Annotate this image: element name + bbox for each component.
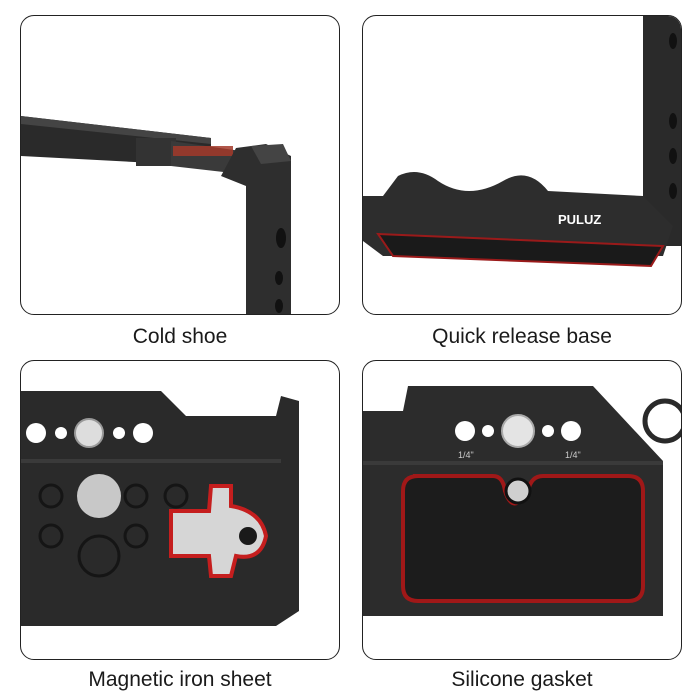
- caption-cold-shoe: Cold shoe: [132, 325, 228, 348]
- panel-cold-shoe: [20, 15, 340, 315]
- magnetic-iron-illustration: [21, 391, 299, 626]
- panel-magnetic-iron-sheet: [20, 360, 340, 660]
- caption-magnetic-iron-sheet: Magnetic iron sheet: [88, 668, 272, 691]
- puluz-logo: PULUZ: [558, 212, 601, 227]
- caption-silicone-gasket: Silicone gasket: [451, 668, 593, 691]
- hole-label-left: 1/4": [458, 450, 474, 460]
- quick-release-illustration: PULUZ: [363, 16, 681, 268]
- panel-quick-release-base: PULUZ: [362, 15, 682, 315]
- panel-silicone-gasket: 1/4" 1/4": [362, 360, 682, 660]
- silicone-gasket-illustration: 1/4" 1/4": [363, 386, 681, 616]
- cold-shoe-illustration: [21, 116, 291, 314]
- hole-label-right: 1/4": [565, 450, 581, 460]
- caption-quick-release-base: Quick release base: [432, 325, 612, 348]
